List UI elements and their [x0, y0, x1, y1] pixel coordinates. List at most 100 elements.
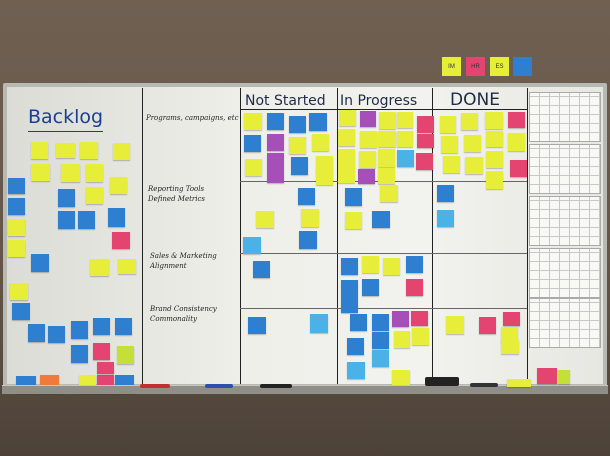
- sticky-note[interactable]: [397, 112, 413, 128]
- sticky-note[interactable]: [486, 171, 503, 189]
- sticky-note[interactable]: [437, 210, 454, 227]
- sticky-note[interactable]: [12, 303, 30, 320]
- sticky-note[interactable]: [256, 211, 274, 228]
- marker-black[interactable]: [260, 384, 292, 388]
- sticky-note[interactable]: [8, 198, 25, 215]
- sticky-note[interactable]: [350, 314, 367, 331]
- sticky-note[interactable]: [392, 370, 410, 387]
- sticky-note[interactable]: [338, 166, 355, 183]
- sticky-note[interactable]: [267, 153, 284, 169]
- sticky-note[interactable]: [486, 131, 503, 147]
- sticky-note[interactable]: [309, 113, 327, 131]
- sticky-note[interactable]: [112, 232, 130, 249]
- sticky-note[interactable]: [440, 116, 456, 133]
- sticky-note[interactable]: [244, 135, 261, 152]
- sticky-note[interactable]: [372, 314, 389, 331]
- sticky-note[interactable]: [28, 324, 45, 342]
- sticky-note[interactable]: [416, 153, 433, 170]
- sticky-note[interactable]: [289, 116, 306, 133]
- sticky-note[interactable]: [31, 254, 49, 272]
- sticky-note[interactable]: [289, 137, 306, 154]
- sticky-note[interactable]: [345, 212, 362, 229]
- sticky-note[interactable]: [291, 157, 308, 175]
- sticky-note[interactable]: [8, 240, 25, 257]
- sticky-note[interactable]: [31, 164, 50, 181]
- sticky-note[interactable]: [501, 340, 519, 354]
- sticky-note[interactable]: [501, 327, 518, 344]
- sticky-note[interactable]: [339, 110, 356, 126]
- sticky-note[interactable]: [383, 258, 400, 275]
- sticky-note[interactable]: [301, 209, 319, 227]
- sticky-note[interactable]: [372, 332, 389, 349]
- sticky-note[interactable]: [411, 311, 428, 326]
- sticky-note[interactable]: [86, 164, 103, 182]
- sticky-note[interactable]: [58, 189, 75, 207]
- sticky-note[interactable]: [58, 211, 75, 229]
- sticky-note[interactable]: [110, 177, 127, 194]
- sticky-note[interactable]: [118, 259, 136, 274]
- sticky-note[interactable]: [446, 316, 464, 334]
- sticky-note[interactable]: [479, 317, 496, 334]
- sticky-note[interactable]: [372, 211, 390, 228]
- sticky-note[interactable]: [360, 131, 377, 148]
- sticky-note[interactable]: [362, 256, 379, 273]
- sticky-note[interactable]: [267, 134, 284, 151]
- sticky-note[interactable]: [485, 112, 503, 129]
- sticky-note[interactable]: [245, 159, 262, 176]
- marker-black[interactable]: [470, 383, 498, 387]
- sticky-note[interactable]: [378, 149, 395, 167]
- sticky-note[interactable]: [31, 142, 48, 159]
- eraser[interactable]: [425, 377, 459, 386]
- sticky-note[interactable]: [380, 185, 398, 202]
- sticky-note[interactable]: [341, 258, 358, 275]
- sticky-note[interactable]: [397, 131, 413, 147]
- sticky-note[interactable]: [360, 111, 376, 127]
- sticky-note[interactable]: [338, 129, 355, 146]
- sticky-note[interactable]: [510, 160, 527, 177]
- sticky-note[interactable]: [394, 331, 410, 348]
- sticky-note[interactable]: [486, 151, 503, 168]
- sticky-note[interactable]: [78, 211, 95, 229]
- sticky-note[interactable]: [90, 259, 109, 276]
- sticky-note[interactable]: [310, 314, 328, 333]
- sticky-note[interactable]: [508, 112, 525, 128]
- sticky-note[interactable]: [379, 112, 396, 129]
- sticky-note[interactable]: [71, 345, 88, 363]
- sticky-note[interactable]: [10, 283, 28, 300]
- sticky-note[interactable]: [48, 326, 65, 343]
- sticky-note[interactable]: [441, 136, 458, 153]
- sticky-note[interactable]: [253, 261, 270, 278]
- sticky-note[interactable]: [465, 157, 483, 174]
- sticky-note[interactable]: [267, 168, 284, 183]
- wall-sticky-note-im[interactable]: IM: [442, 57, 461, 76]
- sticky-note[interactable]: [397, 150, 414, 167]
- sticky-note[interactable]: [362, 279, 379, 296]
- sticky-note[interactable]: [406, 279, 423, 296]
- sticky-note[interactable]: [86, 187, 103, 204]
- sticky-note[interactable]: [299, 231, 317, 249]
- sticky-note[interactable]: [113, 143, 130, 160]
- sticky-note[interactable]: [508, 133, 525, 151]
- sticky-note[interactable]: [71, 321, 88, 339]
- sticky-note[interactable]: [338, 149, 355, 166]
- sticky-note[interactable]: [464, 135, 481, 152]
- sticky-note[interactable]: [248, 317, 266, 334]
- sticky-note[interactable]: [316, 156, 333, 173]
- sticky-note[interactable]: [503, 312, 520, 326]
- wall-sticky-note-blue[interactable]: [513, 57, 532, 76]
- sticky-note[interactable]: [8, 219, 25, 236]
- sticky-note[interactable]: [312, 134, 329, 151]
- sticky-note[interactable]: [359, 151, 376, 168]
- sticky-note-pad[interactable]: [537, 368, 557, 384]
- sticky-note[interactable]: [108, 208, 125, 227]
- sticky-note[interactable]: [80, 142, 98, 159]
- sticky-note[interactable]: [372, 350, 389, 367]
- sticky-note[interactable]: [316, 171, 333, 185]
- sticky-note[interactable]: [341, 280, 358, 297]
- marker-red[interactable]: [140, 384, 170, 388]
- wall-sticky-note-hr[interactable]: HR: [466, 57, 485, 76]
- sticky-note[interactable]: [267, 113, 284, 130]
- sticky-note[interactable]: [61, 164, 80, 182]
- sticky-note[interactable]: [347, 362, 365, 379]
- sticky-note[interactable]: [461, 113, 478, 130]
